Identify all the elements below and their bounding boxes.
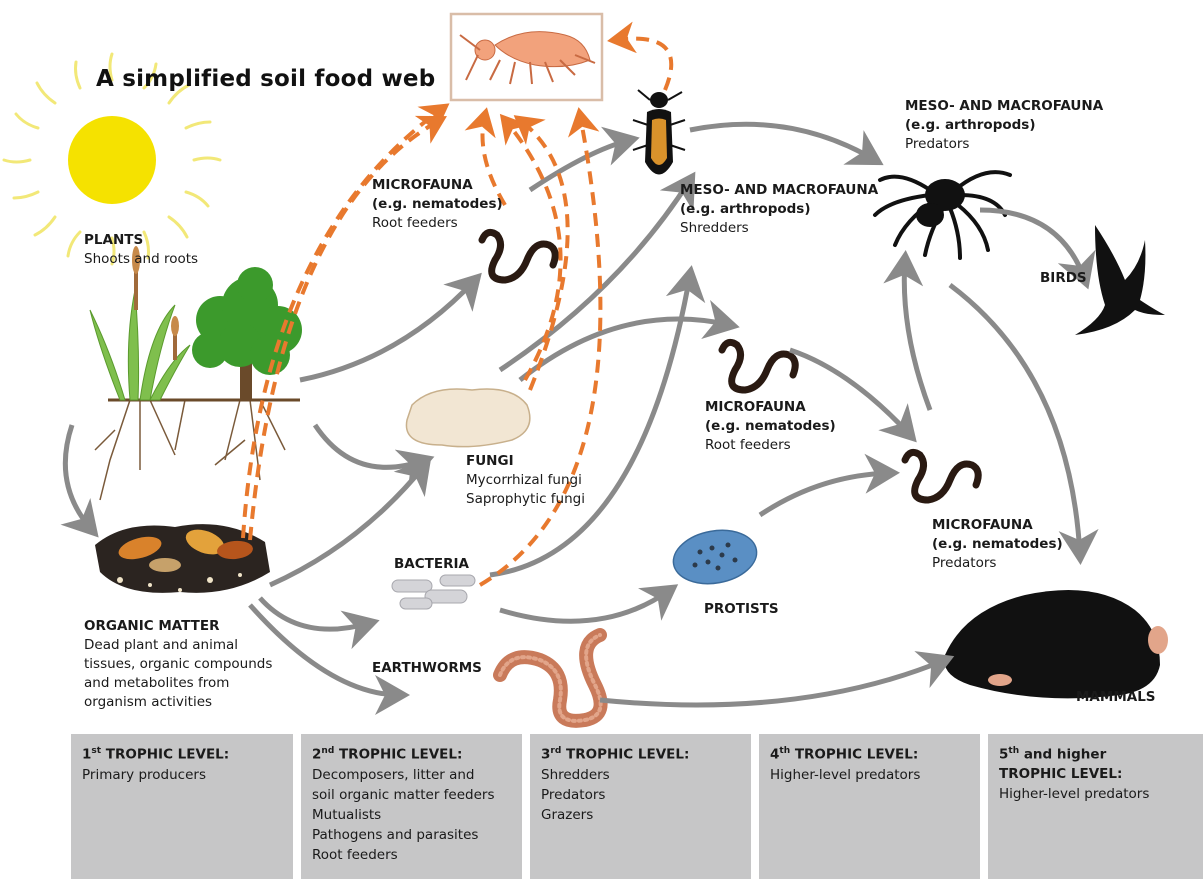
trophic-level-3-item-3: Grazers	[541, 805, 689, 825]
microfauna-root-mid-line-1: (e.g. nematodes)	[705, 417, 836, 436]
organic-matter-line-3: and metabolites from	[84, 674, 272, 693]
plants-line-1: Shoots and roots	[84, 250, 198, 269]
amphipod-icon	[451, 14, 602, 100]
trophic-level-3-panel: 3rd TROPHIC LEVEL: Shredders Predators G…	[530, 734, 751, 879]
trophic-level-4-heading: 4th TROPHIC LEVEL:	[770, 742, 920, 765]
label-protists: PROTISTS	[704, 600, 779, 619]
trophic-level-2-item-4: Pathogens and parasites	[312, 825, 495, 845]
trophic-level-4-item-1: Higher-level predators	[770, 765, 920, 785]
meso-predators-line-1: (e.g. arthropods)	[905, 116, 1103, 135]
organic-matter-line-2: tissues, organic compounds	[84, 655, 272, 674]
label-meso-shredders: MESO- AND MACROFAUNA (e.g. arthropods) S…	[680, 181, 878, 238]
nematode-icon-predator	[905, 452, 978, 500]
trophic-level-5-panel: 5th and higher TROPHIC LEVEL: Higher-lev…	[988, 734, 1203, 879]
plants-icon	[90, 246, 302, 500]
trophic-level-5-heading: 5th and higher	[999, 742, 1149, 765]
microfauna-predators-heading: MICROFAUNA	[932, 516, 1063, 535]
mammals-heading: MAMMALS	[1076, 688, 1156, 707]
beetle-icon	[633, 90, 685, 175]
trophic-level-3-item-1: Shredders	[541, 765, 689, 785]
mole-icon	[928, 590, 1168, 698]
trophic-level-5-heading-2: TROPHIC LEVEL:	[999, 765, 1149, 784]
meso-predators-line-2: Predators	[905, 135, 1103, 154]
plants-heading: PLANTS	[84, 231, 198, 250]
trophic-level-2-panel: 2nd TROPHIC LEVEL: Decomposers, litter a…	[301, 734, 522, 879]
nematode-icon-top	[482, 232, 555, 280]
meso-predators-heading: MESO- AND MACROFAUNA	[905, 97, 1103, 116]
birds-heading: BIRDS	[1040, 269, 1087, 288]
trophic-level-3-heading: 3rd TROPHIC LEVEL:	[541, 742, 689, 765]
protists-heading: PROTISTS	[704, 600, 779, 619]
microfauna-root-mid-line-2: Root feeders	[705, 436, 836, 455]
label-microfauna-root-top: MICROFAUNA (e.g. nematodes) Root feeders	[372, 176, 503, 233]
fungi-line-1: Mycorrhizal fungi	[466, 471, 585, 490]
trophic-level-4-panel: 4th TROPHIC LEVEL: Higher-level predator…	[759, 734, 980, 879]
meso-shredders-line-1: (e.g. arthropods)	[680, 200, 878, 219]
label-organic-matter: ORGANIC MATTER Dead plant and animal tis…	[84, 617, 272, 712]
microfauna-root-top-line-1: (e.g. nematodes)	[372, 195, 503, 214]
trophic-level-5-item-1: Higher-level predators	[999, 784, 1149, 804]
microfauna-root-top-heading: MICROFAUNA	[372, 176, 503, 195]
protist-icon	[669, 524, 761, 590]
trophic-level-1-heading: 1st TROPHIC LEVEL:	[82, 742, 229, 765]
microfauna-root-mid-heading: MICROFAUNA	[705, 398, 836, 417]
label-plants: PLANTS Shoots and roots	[84, 231, 198, 269]
fungi-line-2: Saprophytic fungi	[466, 490, 585, 509]
fungi-heading: FUNGI	[466, 452, 585, 471]
spider-icon	[875, 172, 1010, 258]
meso-shredders-heading: MESO- AND MACROFAUNA	[680, 181, 878, 200]
label-meso-predators: MESO- AND MACROFAUNA (e.g. arthropods) P…	[905, 97, 1103, 154]
trophic-level-2-item-2: soil organic matter feeders	[312, 785, 495, 805]
microfauna-predators-line-1: (e.g. nematodes)	[932, 535, 1063, 554]
nematode-icon-mid	[722, 342, 795, 390]
bird-icon	[1075, 225, 1165, 335]
label-bacteria: BACTERIA	[394, 555, 469, 574]
label-microfauna-predators: MICROFAUNA (e.g. nematodes) Predators	[932, 516, 1063, 573]
fungi-icon	[406, 389, 529, 447]
label-mammals: MAMMALS	[1076, 688, 1156, 707]
trophic-level-1-panel: 1st TROPHIC LEVEL: Primary producers	[71, 734, 293, 879]
earthworm-icon	[500, 635, 601, 721]
trophic-level-1-item-1: Primary producers	[82, 765, 229, 785]
label-earthworms: EARTHWORMS	[372, 659, 482, 678]
microfauna-predators-line-2: Predators	[932, 554, 1063, 573]
trophic-level-2-item-1: Decomposers, litter and	[312, 765, 495, 785]
bacteria-heading: BACTERIA	[394, 555, 469, 574]
organic-matter-heading: ORGANIC MATTER	[84, 617, 272, 636]
label-birds: BIRDS	[1040, 269, 1087, 288]
earthworms-heading: EARTHWORMS	[372, 659, 482, 678]
meso-shredders-line-2: Shredders	[680, 219, 878, 238]
trophic-level-3-item-2: Predators	[541, 785, 689, 805]
organic-matter-line-4: organism activities	[84, 693, 272, 712]
label-microfauna-root-mid: MICROFAUNA (e.g. nematodes) Root feeders	[705, 398, 836, 455]
organic-matter-line-1: Dead plant and animal	[84, 636, 272, 655]
label-fungi: FUNGI Mycorrhizal fungi Saprophytic fung…	[466, 452, 585, 509]
trophic-level-2-heading: 2nd TROPHIC LEVEL:	[312, 742, 495, 765]
trophic-level-2-item-3: Mutualists	[312, 805, 495, 825]
page-title: A simplified soil food web	[96, 66, 435, 92]
microfauna-root-top-line-2: Root feeders	[372, 214, 503, 233]
trophic-level-2-item-5: Root feeders	[312, 845, 495, 865]
bacteria-icon	[392, 575, 475, 609]
